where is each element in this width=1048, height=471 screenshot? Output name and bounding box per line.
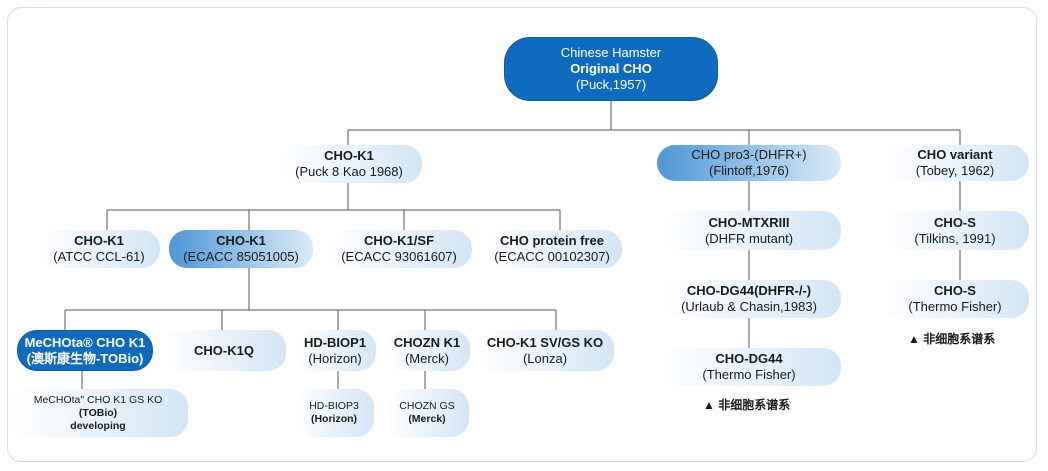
node-cho-k1-sv-gs-ko: CHO-K1 SV/GS KO (Lonza)	[476, 330, 614, 371]
node-cho-mtxriii: CHO-MTXRIII (DHFR mutant)	[657, 211, 841, 250]
node-chozn-gs: CHOZN GS (Merck)	[385, 389, 469, 437]
node-sub: (ECACC 85051005)	[183, 249, 299, 264]
node-cho-pro3: CHO pro3-(DHFR+) (Flintoff,1976)	[657, 145, 841, 181]
root-node-original-cho: Chinese Hamster Original CHO (Puck,1957)	[504, 37, 718, 101]
node-cho-dg44-thermo: CHO-DG44 (Thermo Fisher)	[657, 348, 841, 386]
node-sub: (Puck 8 Kao 1968)	[295, 164, 403, 179]
node-mechota-gs-ko: MeCHOta" CHO K1 GS KO (TOBio) developing	[8, 389, 188, 437]
node-line2: (TOBio)	[78, 406, 118, 419]
node-title: CHO pro3-(DHFR+)	[691, 147, 807, 162]
node-mechota-cho-k1: MeCHOta® CHO K1 (澳斯康生物-TOBio)	[17, 330, 153, 371]
node-cho-k1-ecacc: CHO-K1 (ECACC 85051005)	[169, 230, 313, 268]
node-line2: (Merck)	[408, 413, 446, 425]
node-title: CHO-K1	[324, 148, 374, 163]
root-line2: Original CHO	[570, 61, 652, 76]
node-line1: HD-BIOP3	[309, 400, 359, 412]
node-cho-variant: CHO variant (Tobey, 1962)	[881, 145, 1029, 181]
node-cho-s-tilkins: CHO-S (Tilkins, 1991)	[881, 211, 1029, 250]
note-non-cell-lineage-right: ▲ 非细胞系谱系	[908, 332, 996, 346]
node-cho-k1-atcc: CHO-K1 (ATCC CCL-61)	[38, 230, 160, 268]
node-sub: (Horizon)	[308, 350, 362, 366]
node-title: HD-BIOP1	[303, 334, 367, 350]
node-sub: (Tobey, 1962)	[915, 163, 995, 178]
root-line3: (Puck,1957)	[575, 77, 647, 92]
node-line2: (Horizon)	[310, 413, 358, 425]
node-hd-biop3: HD-BIOP3 (Horizon)	[294, 389, 374, 437]
node-title: CHO variant	[917, 147, 993, 162]
node-title: CHO-K1	[216, 233, 266, 248]
node-sub: (Urlaub & Chasin,1983)	[681, 299, 817, 314]
node-chozn-k1: CHOZN K1 (Merck)	[384, 330, 470, 371]
node-title: CHOZN K1	[393, 334, 461, 350]
node-title: CHO-K1/SF	[363, 233, 435, 248]
node-sub: (Thermo Fisher)	[908, 299, 1002, 314]
diagram-frame	[7, 7, 1037, 462]
node-title: CHO-S	[934, 214, 976, 230]
node-sub: (ATCC CCL-61)	[53, 249, 145, 264]
node-line3: developing	[70, 419, 126, 432]
node-sub: (DHFR mutant)	[704, 230, 794, 246]
node-line1: CHOZN GS	[399, 400, 455, 412]
node-sub: (Tilkins, 1991)	[914, 230, 996, 246]
node-cho-k1: CHO-K1 (Puck 8 Kao 1968)	[276, 145, 422, 183]
node-sub: (澳斯康生物-TOBio)	[26, 350, 144, 366]
node-cho-k1-sf: CHO-K1/SF (ECACC 93061607)	[326, 230, 472, 268]
root-line1: Chinese Hamster	[560, 45, 662, 60]
node-sub: (ECACC 93061607)	[341, 249, 457, 264]
node-title: CHO protein free	[499, 233, 604, 248]
node-title: CHO-S	[934, 283, 976, 298]
node-cho-dg44-dhfr: CHO-DG44(DHFR-/-) (Urlaub & Chasin,1983)	[657, 280, 841, 318]
node-title: CHO-DG44(DHFR-/-)	[686, 283, 812, 298]
node-sub: (Merck)	[404, 350, 450, 366]
node-title: CHO-K1	[74, 233, 124, 248]
node-title: CHO-K1 SV/GS KO	[486, 334, 604, 350]
note-non-cell-lineage-left: ▲ 非细胞系谱系	[703, 398, 791, 412]
node-title: CHO-DG44	[715, 351, 783, 366]
node-cho-k1q: CHO-K1Q	[162, 330, 286, 371]
node-sub: (ECACC 00102307)	[494, 249, 610, 264]
node-sub: (Flintoff,1976)	[709, 163, 789, 178]
node-cho-s-thermo: CHO-S (Thermo Fisher)	[881, 280, 1029, 318]
node-line1: MeCHOta" CHO K1 GS KO	[33, 393, 163, 406]
node-cho-protein-free: CHO protein free (ECACC 00102307)	[482, 230, 622, 268]
node-sub: (Lonza)	[522, 350, 568, 366]
node-sub: (Thermo Fisher)	[702, 367, 796, 382]
node-title: MeCHOta® CHO K1	[24, 334, 146, 350]
node-hd-biop1: HD-BIOP1 (Horizon)	[294, 330, 376, 371]
node-title: CHO-K1Q	[194, 342, 254, 358]
node-title: CHO-MTXRIII	[708, 214, 790, 230]
